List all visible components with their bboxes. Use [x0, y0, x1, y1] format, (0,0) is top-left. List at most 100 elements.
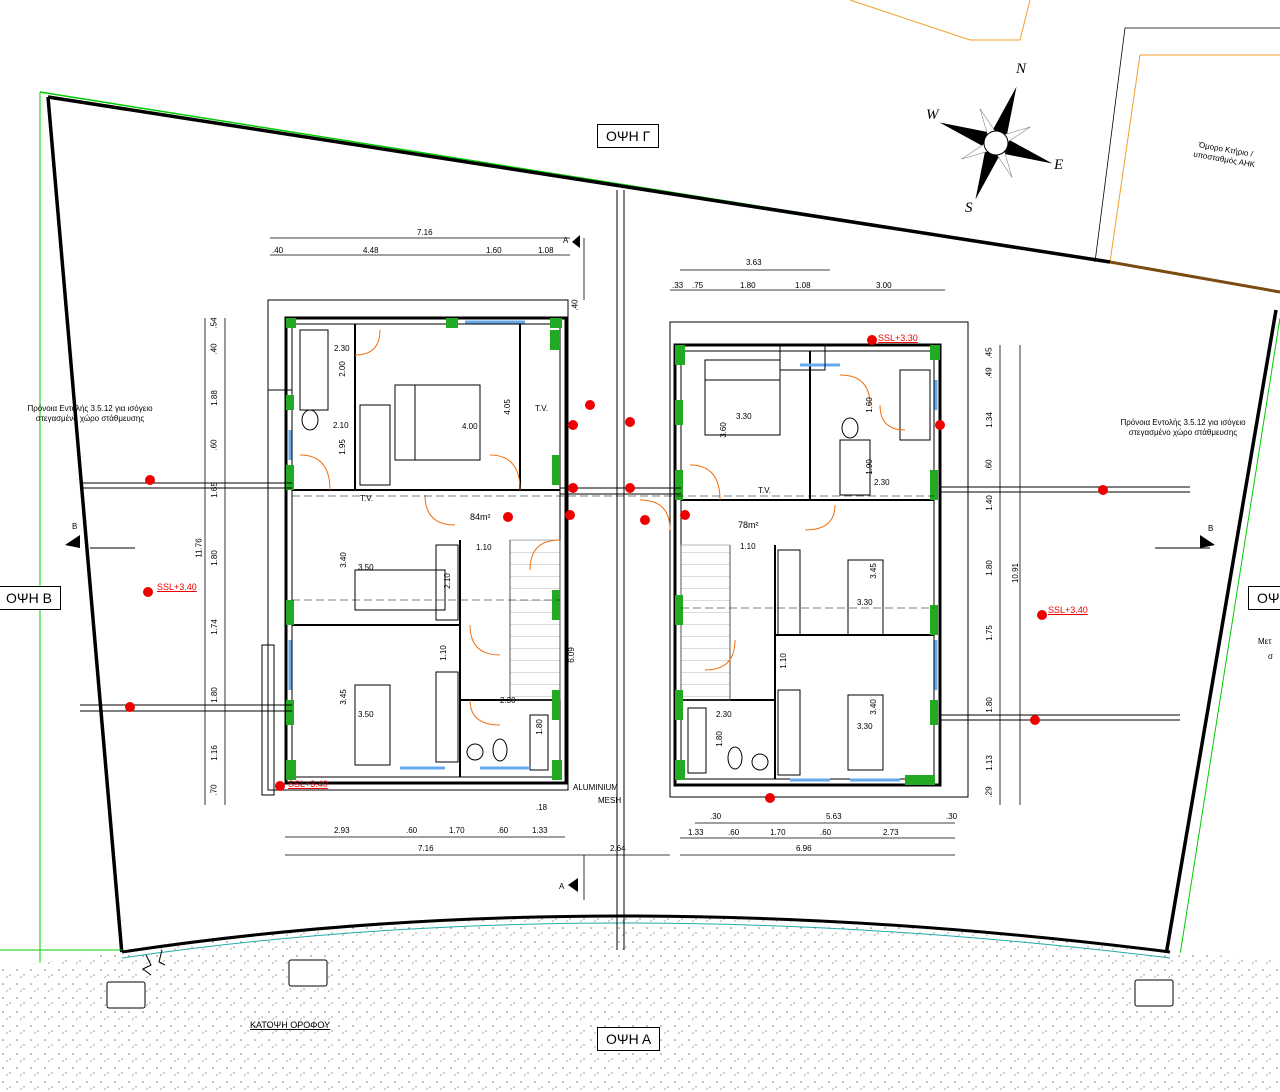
compass-s-label: S: [965, 200, 973, 216]
right-provision-note: Πρόνοια Εντολής 3.5.12 για ισόγειο στεγα…: [1120, 418, 1246, 437]
room-dim: 3.45: [338, 689, 348, 705]
room-dim: 1.60: [864, 397, 874, 413]
dim-top-right-part: 1.08: [795, 281, 811, 290]
tv-label: T.V.: [758, 486, 772, 495]
section-mark-b-left: B: [72, 522, 78, 531]
dim-left-vertical: 1.74: [209, 619, 219, 635]
room-dim: 2.30: [716, 710, 732, 719]
room-dim: 3.60: [718, 422, 728, 438]
room-dim: 3.30: [736, 412, 752, 421]
left-unit: [261, 299, 569, 796]
left-area-label: 84m²: [470, 512, 491, 522]
room-dim: 3.50: [358, 563, 374, 572]
dim-top-right-total: 3.63: [746, 258, 762, 267]
room-dim: 2.30: [874, 478, 890, 487]
dim-stair: 6.09: [566, 647, 576, 663]
dim-top-right-part: .33: [672, 281, 684, 290]
dim-bottom-right-part: .30: [946, 812, 958, 821]
room-dim: 1.10: [778, 653, 788, 669]
dim-top-right-part: .75: [692, 281, 704, 290]
dim-top-left-total: 7.16: [417, 228, 433, 237]
section-mark-a-top: A: [563, 236, 569, 245]
elevation-beta-tag[interactable]: ΟΨΗ Β: [0, 586, 61, 610]
dim-top-left-part: 1.60: [486, 246, 502, 255]
dim-bottom-left-small: .18: [536, 803, 548, 812]
room-dim: 3.40: [868, 699, 878, 715]
elevation-delta-tag[interactable]: ΟΨ: [1248, 586, 1280, 610]
dim-bottom-right-part: 2.73: [883, 828, 899, 837]
elevation-gamma-tag[interactable]: ΟΨΗ Γ: [597, 124, 660, 148]
room-dim: 4.00: [462, 422, 478, 431]
dim-bottom-right-part: 1.33: [688, 828, 704, 837]
room-dim: 3.30: [857, 722, 873, 731]
dim-right-vertical: 1.80: [984, 560, 994, 576]
room-dim: 1.90: [864, 459, 874, 475]
dim-right-vertical: .49: [984, 367, 994, 379]
dim-bottom-right-mid: 5.63: [826, 812, 842, 821]
dim-top-right-part: 3.00: [876, 281, 892, 290]
neighbour-building: [849, 0, 1280, 294]
dim-left-vertical: .60: [209, 439, 219, 451]
room-dim: 4.05: [502, 399, 512, 415]
left-provision-note: Πρόνοια Εντολής 3.5.12 για ισόγειο στεγα…: [27, 404, 153, 423]
right-area-label: 78m²: [738, 520, 759, 530]
compass-n-label: N: [1016, 61, 1027, 77]
dim-bottom-left-part: .60: [497, 826, 509, 835]
dim-right-vertical: .60: [984, 459, 994, 471]
road-area: [0, 914, 1280, 1092]
mesh-label: MESH: [598, 796, 622, 805]
dim-right-vertical: .45: [984, 347, 994, 359]
section-mark-a-bottom: A: [559, 882, 565, 891]
level-left: SSL+3.40: [157, 582, 197, 592]
level-top-right: SSL+3.30: [878, 333, 918, 343]
dim-top-left-part: 4.48: [363, 246, 379, 255]
room-dim: 1.10: [438, 645, 448, 661]
dim-left-vertical: .40: [209, 343, 219, 355]
level-bottom-left: SSL+3.40: [288, 779, 328, 789]
dim-left-vertical: 1.88: [209, 390, 219, 406]
tv-label: T.V.: [535, 404, 549, 413]
elevation-alpha-tag[interactable]: ΟΨΗ Α: [597, 1027, 661, 1051]
room-dim: 2.10: [442, 573, 452, 589]
room-dim: 3.45: [868, 563, 878, 579]
room-dim: 1.80: [534, 719, 544, 735]
dim-left-vertical: .70: [209, 784, 219, 796]
dim-right-vertical: 1.75: [984, 625, 994, 641]
dim-top-right-part: 1.80: [740, 281, 756, 290]
dim-bottom-right-part: .60: [728, 828, 740, 837]
room-dim: 2.30: [500, 696, 516, 705]
dim-left-vertical: 1.16: [209, 745, 219, 761]
room-dim: 2.00: [337, 361, 347, 377]
dim-bottom-gap: 2.64: [610, 844, 626, 853]
section-mark-b-right: B: [1208, 524, 1214, 533]
dim-right-vertical: 1.40: [984, 495, 994, 511]
room-dim: 1.95: [337, 439, 347, 455]
dim-bottom-left-total: 7.16: [418, 844, 434, 853]
plan-title: ΚΑΤΟΨΗ ΟΡΟΦΟΥ: [250, 1020, 331, 1030]
room-dim: 2.30: [334, 344, 350, 353]
room-dim: 3.40: [338, 552, 348, 568]
dim-left-vertical-total: 11.76: [194, 538, 204, 558]
dim-bottom-right-part: 1.70: [770, 828, 786, 837]
dim-bottom-right-part: .60: [820, 828, 832, 837]
dim-bottom-right-total: 6.96: [796, 844, 812, 853]
compass-e-label: E: [1054, 157, 1064, 173]
dim-bottom-left-part: 1.70: [449, 826, 465, 835]
dim-top-small: .40: [570, 299, 580, 311]
right-unit: [639, 321, 969, 798]
dim-bottom-right-small: .30: [710, 812, 722, 821]
room-dim: 1.80: [714, 731, 724, 747]
level-right: SSL+3.40: [1048, 605, 1088, 615]
telephone-symbols: [106, 949, 1174, 1009]
dim-right-vertical-total: 10.91: [1011, 562, 1021, 584]
dim-right-vertical: .29: [984, 786, 994, 798]
dim-right-vertical: 1.13: [984, 755, 994, 771]
tv-label: T.V.: [360, 494, 374, 503]
dim-left-vertical: 1.65: [209, 482, 219, 498]
dim-left-vertical: 1.80: [209, 550, 219, 566]
room-dim: 1.10: [740, 542, 756, 551]
aluminium-label: ALUMINIUM: [573, 783, 618, 792]
dim-right-vertical: 1.34: [984, 412, 994, 428]
dim-bottom-left-part: 2.93: [334, 826, 350, 835]
